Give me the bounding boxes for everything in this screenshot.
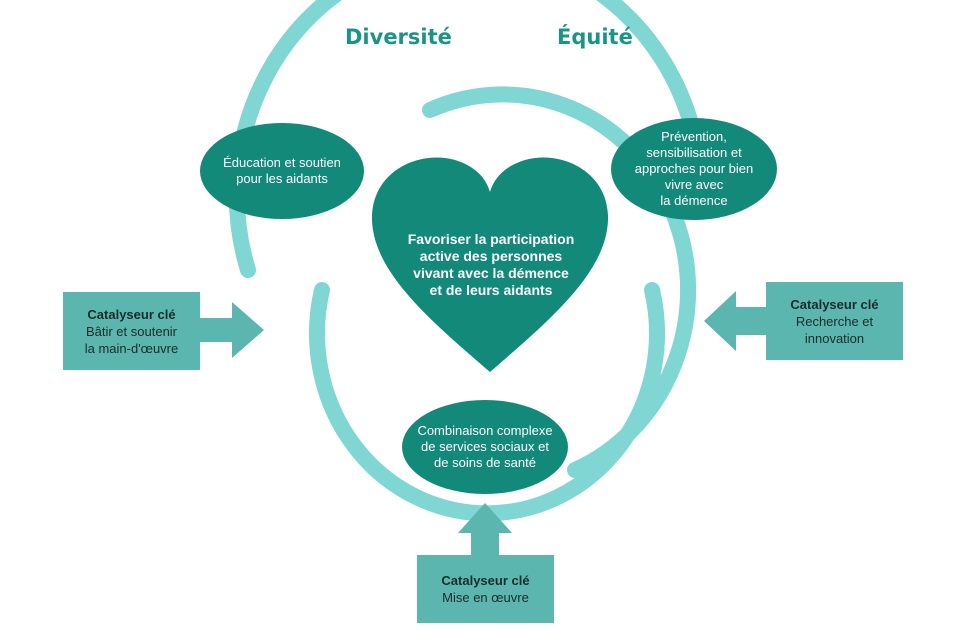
center-goal-line: et de leurs aidants [429, 282, 553, 298]
ellipse-prevention-line: sensibilisation et [646, 145, 742, 160]
catalyst-box-implementation: Catalyseur clé Mise en œuvre [417, 555, 554, 623]
catalyst-line: Mise en œuvre [442, 590, 529, 605]
arrow-right-icon [200, 302, 264, 358]
ellipse-services: Combinaison complexe de services sociaux… [402, 400, 568, 494]
catalyst-title: Catalyseur clé [441, 573, 530, 588]
center-goal-text: Favoriser la participation active des pe… [393, 231, 589, 299]
catalyst-box-workforce: Catalyseur clé Bâtir et soutenir la main… [63, 292, 200, 370]
center-goal-line: Favoriser la participation [407, 231, 575, 247]
ellipse-prevention-line: vivre avec [664, 177, 724, 192]
heart-shape [371, 157, 609, 372]
ellipse-services-line: de soins de santé [434, 455, 536, 470]
catalyst-line: la main-d'œuvre [84, 340, 179, 356]
ellipse-prevention: Prévention, sensibilisation et approches… [611, 118, 777, 220]
ellipse-prevention-line: approches pour bien [634, 161, 754, 176]
arrow-left-icon [704, 291, 766, 351]
arrow-up-icon [458, 503, 512, 555]
catalyst-box-research: Catalyseur clé Recherche et innovation [766, 282, 903, 360]
ellipse-prevention-line: la démence [660, 193, 728, 208]
diversity-heading: Diversité [345, 25, 452, 49]
catalyst-title: Catalyseur clé [87, 306, 176, 322]
center-goal-line: active des personnes [419, 248, 563, 264]
ellipse-education-line: pour les aidants [236, 171, 328, 186]
ellipse-education-line: Éducation et soutien [223, 155, 341, 170]
ellipse-services-line: de services sociaux et [421, 439, 549, 454]
ellipse-education: Éducation et soutien pour les aidants [200, 123, 364, 219]
ellipse-prevention-line: Prévention, [661, 129, 727, 144]
center-goal-line: vivant avec la démence [413, 265, 569, 281]
catalyst-line: innovation [804, 330, 865, 346]
catalyst-line: Bâtir et soutenir [85, 323, 178, 339]
ellipse-services-line: Combinaison complexe [417, 423, 553, 438]
catalyst-line: Recherche et [795, 313, 874, 329]
equity-heading: Équité [557, 25, 633, 49]
catalyst-title: Catalyseur clé [790, 296, 879, 312]
